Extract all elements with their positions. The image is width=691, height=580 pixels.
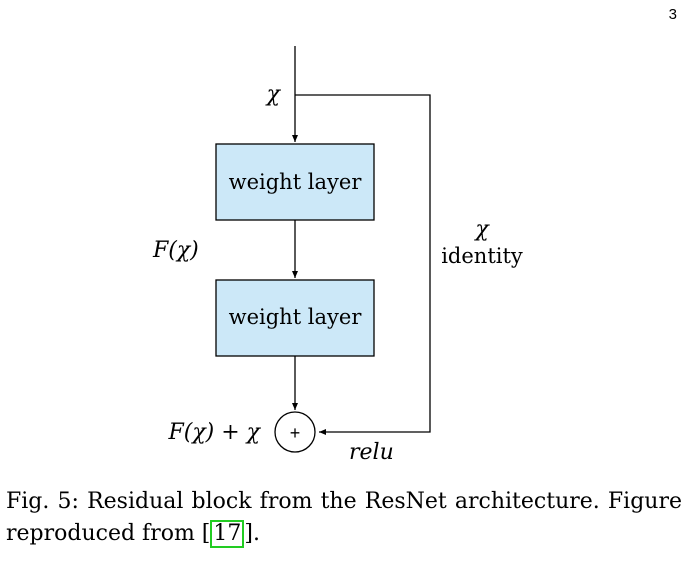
identity-chi-label: χ	[473, 217, 490, 242]
weight-layer-label-2: weight layer	[229, 305, 363, 329]
weight-layer-box-2	[215, 279, 375, 357]
adder-plus-symbol: +	[290, 423, 301, 443]
relu-label: relu	[349, 440, 394, 465]
input-label: χ	[265, 82, 282, 107]
figure-caption: Fig. 5: Residual block from the ResNet a…	[6, 486, 682, 550]
residual-block-diagram: χ weight layer F(χ) χ identity weight la…	[152, 46, 523, 465]
weight-layer-label-1: weight layer	[229, 170, 363, 194]
page-number: 3	[668, 6, 677, 23]
citation-link[interactable]: 17	[210, 520, 245, 548]
output-label: F(χ) + χ	[167, 420, 261, 445]
f-label: F(χ)	[152, 238, 199, 263]
identity-skip-line	[295, 94, 431, 435]
caption-text: Fig. 5: Residual block from the ResNet a…	[6, 489, 682, 546]
adder-circle	[274, 411, 316, 453]
weight-layer-box-1	[215, 143, 375, 221]
identity-label: identity	[441, 244, 523, 268]
caption-suffix: ].	[244, 521, 260, 546]
